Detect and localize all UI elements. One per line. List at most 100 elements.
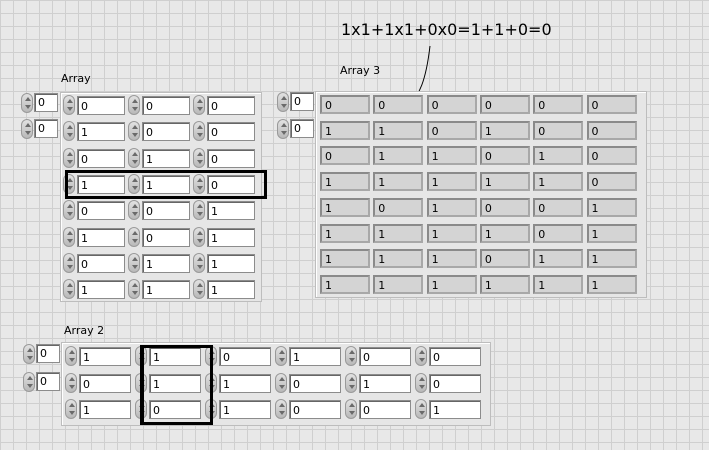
array1-cell[interactable]: 0 bbox=[77, 96, 125, 115]
array2-cell[interactable]: 1 bbox=[149, 373, 201, 393]
array1-cell-spinner[interactable] bbox=[63, 121, 75, 142]
array2-cell[interactable]: 0 bbox=[289, 373, 341, 393]
array1-cell[interactable]: 0 bbox=[142, 96, 190, 115]
array1-cell-spinner[interactable] bbox=[193, 279, 205, 300]
array1-cell-spinner[interactable] bbox=[63, 147, 75, 168]
array1-cell[interactable]: 1 bbox=[207, 280, 255, 300]
array2-cell[interactable]: 0 bbox=[149, 400, 201, 419]
array1-cell-spinner[interactable] bbox=[128, 279, 140, 300]
array2-cell-spinner[interactable] bbox=[345, 372, 357, 393]
array2-cell-spinner[interactable] bbox=[65, 346, 77, 366]
array1-cell[interactable]: 0 bbox=[142, 201, 190, 221]
array3-cell: 1 bbox=[320, 197, 370, 217]
array1-cell[interactable]: 1 bbox=[77, 122, 125, 142]
array1-cell[interactable]: 1 bbox=[77, 174, 125, 194]
array1-cell[interactable]: 0 bbox=[77, 201, 125, 221]
array1-cell-spinner[interactable] bbox=[128, 252, 140, 273]
array2-cell[interactable]: 0 bbox=[359, 347, 411, 366]
array1-cell-spinner[interactable] bbox=[193, 200, 205, 221]
array1-cell-spinner[interactable] bbox=[193, 173, 205, 194]
array2-col-index-spinner[interactable] bbox=[23, 372, 35, 392]
array1-cell[interactable]: 0 bbox=[142, 227, 190, 247]
array2-cell[interactable]: 1 bbox=[79, 400, 131, 419]
array2-cell-spinner[interactable] bbox=[65, 399, 77, 419]
array1-cell[interactable]: 1 bbox=[207, 201, 255, 221]
array1-cell-spinner[interactable] bbox=[63, 252, 75, 273]
array1-cell[interactable]: 1 bbox=[207, 227, 255, 247]
array2-cell[interactable]: 1 bbox=[219, 373, 271, 393]
array2-cell[interactable]: 1 bbox=[219, 400, 271, 419]
array3-row-index[interactable]: 0 bbox=[290, 92, 314, 111]
array1-cell[interactable]: 1 bbox=[77, 280, 125, 300]
array1-cell[interactable]: 1 bbox=[142, 174, 190, 194]
array1-cell[interactable]: 0 bbox=[207, 148, 255, 168]
array1-cell[interactable]: 0 bbox=[207, 174, 255, 194]
array1-cell-spinner[interactable] bbox=[193, 147, 205, 168]
array3-cell: 0 bbox=[426, 95, 477, 114]
array1-cell[interactable]: 1 bbox=[207, 253, 255, 273]
array1-cell[interactable]: 1 bbox=[77, 227, 125, 247]
array1-cell[interactable]: 0 bbox=[207, 122, 255, 142]
array1-cell[interactable]: 0 bbox=[77, 148, 125, 168]
array1-cell-spinner[interactable] bbox=[63, 226, 75, 247]
array-row-index-spinner[interactable] bbox=[21, 93, 33, 113]
array2-cell[interactable]: 0 bbox=[429, 347, 481, 366]
array2-row-index-spinner[interactable] bbox=[23, 344, 35, 364]
array3-cell: 1 bbox=[373, 249, 424, 269]
array3-col-index-spinner[interactable] bbox=[277, 119, 289, 139]
array2-cell[interactable]: 0 bbox=[289, 400, 341, 419]
array-row-index[interactable]: 0 bbox=[34, 93, 58, 112]
array1-cell-spinner[interactable] bbox=[128, 147, 140, 168]
array2-cell-spinner[interactable] bbox=[415, 346, 427, 366]
array2-cell[interactable]: 0 bbox=[429, 373, 481, 393]
array1-cell-spinner[interactable] bbox=[193, 95, 205, 115]
array2-cell-spinner[interactable] bbox=[275, 346, 287, 366]
array1-cell-spinner[interactable] bbox=[63, 200, 75, 221]
array1-cell[interactable]: 0 bbox=[142, 122, 190, 142]
array1-cell-spinner[interactable] bbox=[193, 226, 205, 247]
array3-cell: 1 bbox=[426, 223, 477, 243]
array-col-index[interactable]: 0 bbox=[34, 119, 58, 138]
array3-cell: 1 bbox=[479, 274, 530, 294]
array-col-index-spinner[interactable] bbox=[21, 119, 33, 139]
array1-cell[interactable]: 0 bbox=[207, 96, 255, 115]
array3-cell: 1 bbox=[426, 197, 477, 217]
array1-cell-spinner[interactable] bbox=[193, 121, 205, 142]
array1-cell-spinner[interactable] bbox=[63, 95, 75, 115]
array2-cell[interactable]: 0 bbox=[79, 373, 131, 393]
array2-cell[interactable]: 1 bbox=[289, 347, 341, 366]
array2-cell-spinner[interactable] bbox=[345, 399, 357, 419]
array1-cell-spinner[interactable] bbox=[128, 226, 140, 247]
array2-cell-spinner[interactable] bbox=[415, 399, 427, 419]
array2-cell[interactable]: 0 bbox=[359, 400, 411, 419]
array1-cell-spinner[interactable] bbox=[128, 200, 140, 221]
array3-col-index[interactable]: 0 bbox=[290, 119, 314, 138]
array2-cell[interactable]: 1 bbox=[359, 373, 411, 393]
array1-cell-spinner[interactable] bbox=[193, 252, 205, 273]
array2-cell-spinner[interactable] bbox=[65, 372, 77, 393]
array2-col-index[interactable]: 0 bbox=[36, 372, 60, 391]
array2-cell[interactable]: 1 bbox=[429, 400, 481, 419]
array3-cell: 1 bbox=[533, 146, 584, 166]
array1-cell[interactable]: 1 bbox=[142, 253, 190, 273]
array3-cell: 1 bbox=[426, 146, 477, 166]
array2-cell[interactable]: 1 bbox=[79, 347, 131, 366]
array2-cell-spinner[interactable] bbox=[275, 399, 287, 419]
array1-cell[interactable]: 1 bbox=[142, 148, 190, 168]
array1-cell[interactable]: 0 bbox=[77, 253, 125, 273]
array2-row-index[interactable]: 0 bbox=[36, 344, 60, 363]
array2-cell-spinner[interactable] bbox=[345, 346, 357, 366]
array1-cell[interactable]: 1 bbox=[142, 280, 190, 300]
array1-cell-spinner[interactable] bbox=[63, 279, 75, 300]
array1-cell-spinner[interactable] bbox=[128, 95, 140, 115]
array3-cell: 0 bbox=[373, 95, 424, 114]
array3-cell: 1 bbox=[426, 274, 477, 294]
array2-cell-spinner[interactable] bbox=[415, 372, 427, 393]
array1-cell-spinner[interactable] bbox=[128, 121, 140, 142]
array3-cell: 1 bbox=[533, 172, 584, 192]
array3-row-index-spinner[interactable] bbox=[277, 92, 289, 112]
array1-cell-spinner[interactable] bbox=[128, 173, 140, 194]
array2-cell[interactable]: 0 bbox=[219, 347, 271, 366]
array2-cell-spinner[interactable] bbox=[275, 372, 287, 393]
array3-cell: 0 bbox=[586, 120, 637, 140]
